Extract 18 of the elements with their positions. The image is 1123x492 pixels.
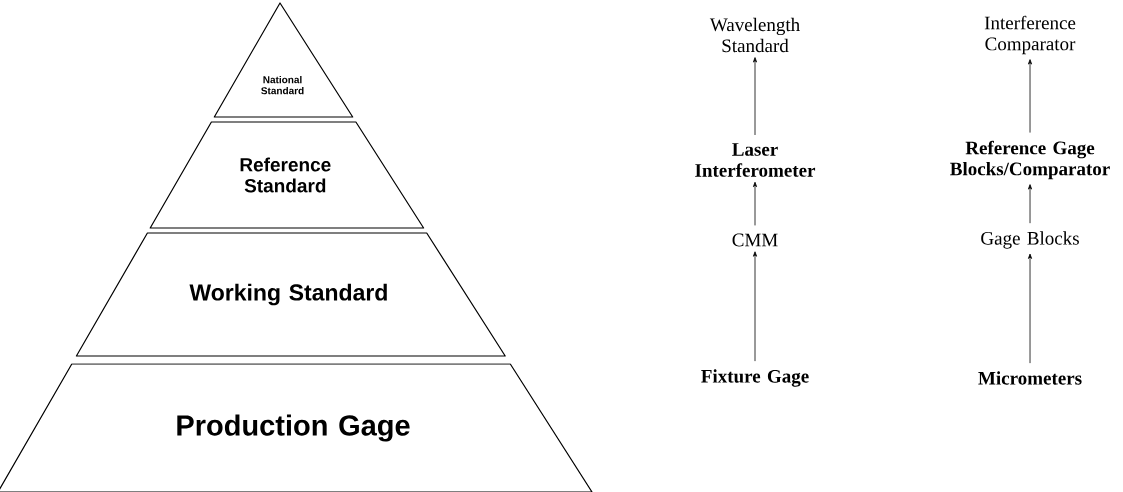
instrument-label: Interference Comparator	[984, 15, 1076, 55]
instrument-label: Laser Interferometer	[695, 143, 816, 177]
pyramid-level: Production Gage	[0, 363, 593, 492]
arrow	[753, 57, 757, 136]
instrument-label: Gage Blocks	[981, 231, 1079, 249]
instrument-label: Wavelength Standard	[709, 17, 800, 53]
instrument-label: CMM	[732, 233, 778, 247]
pyramid-level: Working Standard	[75, 232, 506, 357]
arrow	[753, 181, 757, 226]
pyramid-level: Reference Standard	[149, 121, 425, 229]
arrow	[753, 251, 757, 362]
arrow	[1028, 184, 1033, 224]
arrow	[1028, 253, 1033, 364]
instrument-label: Reference Gage Blocks/Comparator	[950, 140, 1110, 180]
arrow	[1028, 59, 1033, 133]
pyramid-level: National Standard	[213, 2, 354, 118]
instrument-label: Fixture Gage	[701, 369, 809, 387]
instrument-label: Micrometers	[978, 371, 1082, 385]
